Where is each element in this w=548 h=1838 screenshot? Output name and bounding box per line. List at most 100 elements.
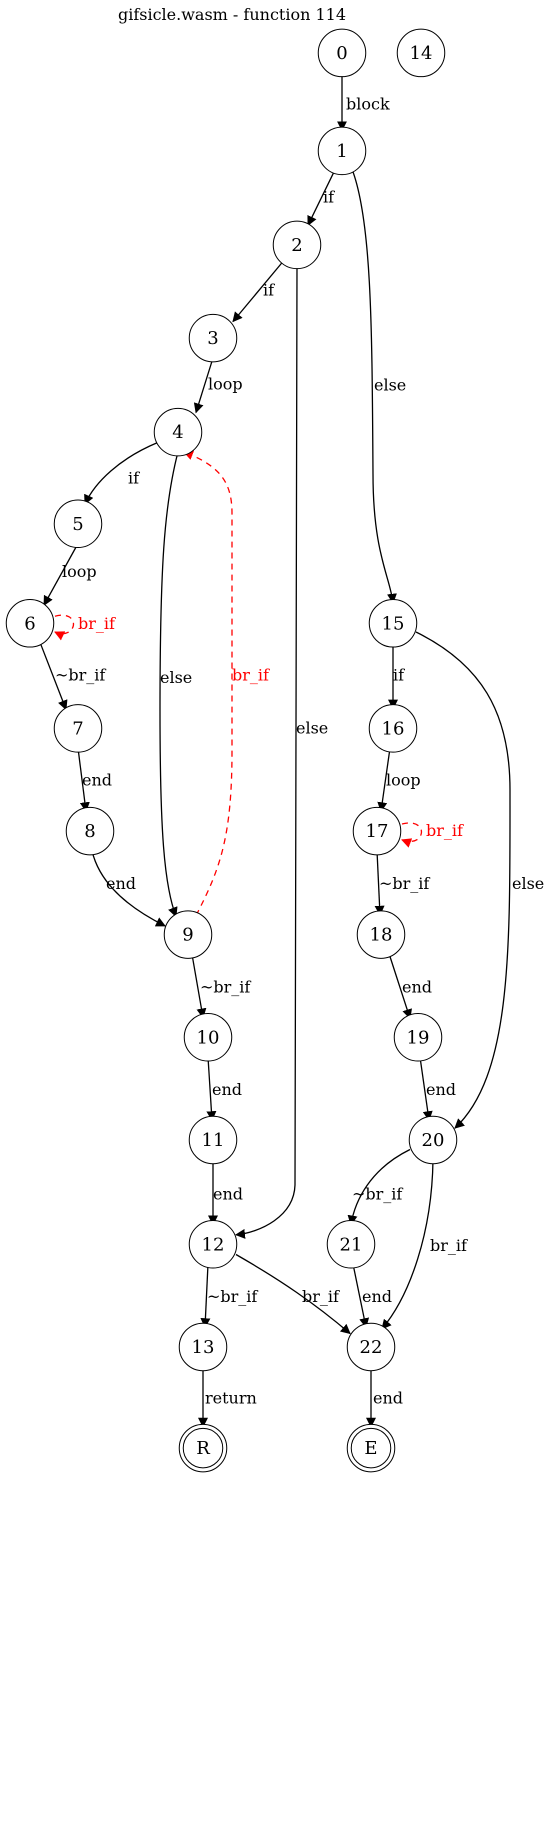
edge-label-7-8: end (82, 771, 112, 790)
edge-15-20 (415, 631, 511, 1129)
node-label-20: 20 (422, 1130, 445, 1151)
edge-17-17 (401, 822, 423, 848)
node-label-16: 16 (382, 718, 405, 739)
node-circle-6 (5, 599, 55, 648)
node-circle-12 (188, 1220, 238, 1269)
edge-label-2-12: else (296, 718, 328, 737)
node-16: 16 (368, 704, 418, 753)
edge-3-4 (193, 357, 214, 414)
node-label-12: 12 (202, 1234, 225, 1255)
node-label-14: 14 (410, 43, 433, 64)
node-circle-10 (183, 1013, 233, 1062)
edge-18-19 (388, 953, 412, 1020)
edge-label-10-11: end (212, 1080, 242, 1099)
node-2: 2 (272, 220, 322, 270)
node-circle-11 (188, 1115, 238, 1165)
node-label-3: 3 (207, 328, 218, 349)
node-label-19: 19 (407, 1027, 430, 1048)
edge-label-9-10: ~br_if (200, 978, 251, 997)
edge-7-8 (77, 748, 90, 813)
node-label-0: 0 (336, 43, 347, 64)
node-20: 20 (408, 1115, 458, 1165)
node-18: 18 (356, 910, 406, 959)
node-circle-13 (178, 1322, 228, 1372)
node-8: 8 (65, 806, 115, 856)
edge-2-3 (232, 261, 284, 323)
node-19: 19 (393, 1013, 443, 1062)
edge-1-15 (351, 168, 397, 604)
node-15: 15 (368, 599, 418, 648)
edge-20-21 (347, 1148, 411, 1226)
node-circle-17 (352, 806, 402, 856)
node-6: 6 (5, 599, 55, 648)
edge-label-20-22: br_if (430, 1236, 468, 1255)
edge-label-13-R: return (205, 1388, 257, 1407)
node-circle-22 (346, 1322, 396, 1372)
edge-label-1-15: else (374, 376, 406, 395)
edge-1-2 (307, 169, 336, 227)
node-3: 3 (188, 313, 238, 363)
node-R: R (178, 1423, 228, 1473)
node-circle-8 (65, 806, 115, 856)
node-5: 5 (53, 499, 103, 549)
node-10: 10 (183, 1013, 233, 1062)
edge-10-11 (206, 1056, 217, 1122)
node-label-17: 17 (366, 821, 389, 842)
edge-label-5-6: loop (62, 562, 97, 581)
node-4: 4 (153, 407, 203, 457)
node-0: 0 (317, 28, 367, 78)
edge-label-1-2: if (323, 188, 335, 207)
edge-label-19-20: end (426, 1080, 456, 1099)
node-circle-19 (393, 1013, 443, 1062)
node-circle-0 (317, 28, 367, 78)
node-circle-7 (53, 704, 103, 753)
node-circle-4 (153, 407, 203, 457)
edge-label-18-19: end (402, 978, 432, 997)
edge-21-22 (352, 1263, 370, 1329)
edge-20-22 (381, 1159, 434, 1330)
edge-2-12 (235, 264, 298, 1239)
node-circle-1 (317, 126, 367, 176)
edge-label-2-3: if (263, 281, 275, 300)
node-label-1: 1 (336, 141, 347, 162)
edge-12-13 (200, 1263, 211, 1329)
edge-17-18 (374, 850, 385, 916)
node-13: 13 (178, 1322, 228, 1372)
node-circle-16 (368, 704, 418, 753)
node-label-2: 2 (291, 235, 302, 256)
node-circle-2 (272, 220, 322, 270)
edge-label-12-22: br_if (302, 1287, 340, 1306)
edge-label-15-16: if (393, 665, 405, 684)
edge-19-20 (419, 1056, 433, 1122)
node-circle-9 (163, 910, 213, 959)
graph-title: gifsicle.wasm - function 114 (118, 5, 346, 24)
node-circle-3 (188, 313, 238, 363)
node-circle-21 (326, 1220, 376, 1269)
edge-label-11-12: end (213, 1184, 243, 1203)
edge-label-20-21: ~br_if (352, 1184, 403, 1203)
edge-label-3-4: loop (208, 375, 243, 394)
edge-6-7 (39, 642, 68, 711)
node-label-6: 6 (24, 613, 35, 634)
node-inner-circle-R (182, 1427, 224, 1469)
edge-label-6-7: ~br_if (55, 665, 106, 684)
edge-label-17-17: br_if (426, 821, 464, 840)
node-label-4: 4 (172, 422, 183, 443)
node-circle-18 (356, 910, 406, 959)
node-circle-14 (396, 28, 446, 78)
node-label-22: 22 (360, 1337, 383, 1358)
edges-layer: blockifelseifelseloopifelseloopbr_if~br_… (39, 72, 544, 1428)
edge-label-16-17: loop (386, 771, 421, 790)
node-label-5: 5 (72, 514, 83, 535)
edge-label-6-6: br_if (78, 614, 116, 633)
node-circle-5 (53, 499, 103, 549)
edge-label-22-E: end (373, 1388, 403, 1407)
edge-label-17-18: ~br_if (379, 874, 430, 893)
node-1: 1 (317, 126, 367, 176)
node-label-11: 11 (202, 1130, 225, 1151)
node-label-15: 15 (382, 613, 405, 634)
edge-label-12-13: ~br_if (207, 1287, 258, 1306)
node-label-E: E (364, 1438, 377, 1459)
